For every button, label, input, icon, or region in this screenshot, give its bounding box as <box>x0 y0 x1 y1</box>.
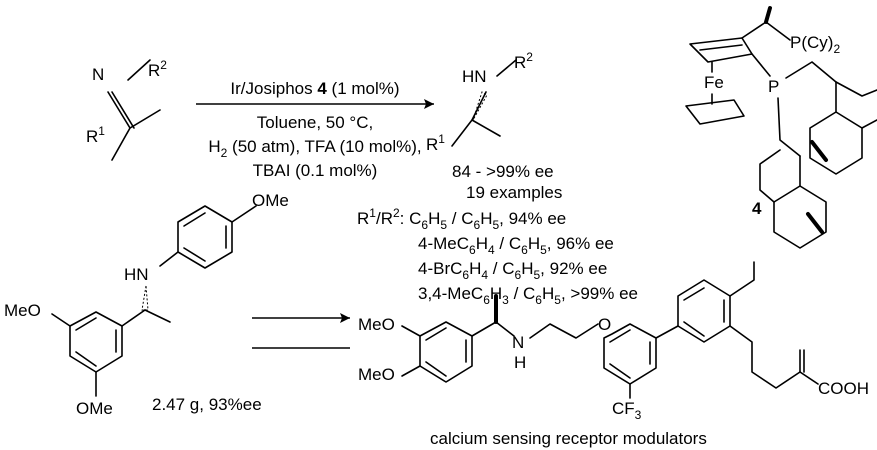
drug-cooh-label: COOH <box>818 379 869 398</box>
example-row-3: 4-BrC6H4 / C6H5, 92% ee <box>418 259 607 282</box>
examples-list: R1/R2: C6H5 / C6H5, 94% ee 4-MeC6H4 / C6… <box>357 206 638 307</box>
drug-h-label: H <box>514 353 526 372</box>
reaction-conditions: Ir/Josiphos 4 (1 mol%) Toluene, 50 °C, H… <box>208 79 421 180</box>
pcy2-label: P(Cy)2 <box>790 33 840 56</box>
drug-caption: calcium sensing receptor modulators <box>430 429 707 448</box>
amine-ome-top: OMe <box>252 191 289 210</box>
conditions-catalyst: Ir/Josiphos 4 (1 mol%) <box>230 79 399 98</box>
drug-meo-2: MeO <box>358 365 395 384</box>
conditions-solvent: Toluene, 50 °C, <box>257 113 373 132</box>
calcium-receptor-modulator: MeO MeO N H O CF3 COOH <box>358 261 869 422</box>
imine-substrate: N R2 R1 <box>86 58 167 161</box>
imine-r2-label: R2 <box>148 58 167 80</box>
imine-r1-label: R1 <box>86 124 105 146</box>
conditions-hydrogen: H2 (50 atm), TFA (10 mol%), <box>208 137 421 160</box>
product-hn-label: HN <box>462 67 487 86</box>
product-r1-label: R1 <box>426 132 445 154</box>
application-amine: OMe HN MeO OMe <box>4 191 289 418</box>
josiphos-ligand: P(Cy)2 Fe P 4 <box>685 6 877 249</box>
example-row-2: 4-MeC6H4 / C6H5, 96% ee <box>418 234 614 257</box>
fe-label: Fe <box>704 73 724 92</box>
example-count: 19 examples <box>466 183 562 202</box>
product-r2-label: R2 <box>514 50 533 72</box>
drug-n-label: N <box>512 333 524 352</box>
multi-step-arrow <box>252 313 350 349</box>
conditions-additive: TBAI (0.1 mol%) <box>253 161 378 180</box>
drug-meo-1: MeO <box>358 315 395 334</box>
imine-n-label: N <box>92 65 104 84</box>
phosphorus-label: P <box>768 77 779 96</box>
example-row-4: 3,4-MeC6H3 / C6H5, >99% ee <box>418 284 638 307</box>
scale-yield: 2.47 g, 93%ee <box>152 395 262 414</box>
reaction-arrow <box>196 99 434 109</box>
amine-meo-label: MeO <box>4 301 41 320</box>
ligand-number: 4 <box>752 199 762 218</box>
drug-o-label: O <box>598 315 611 334</box>
amine-ome-bottom: OMe <box>76 399 113 418</box>
ee-range: 84 - >99% ee <box>452 162 554 181</box>
reaction-summary: 84 - >99% ee 19 examples <box>452 162 562 202</box>
amine-hn-label: HN <box>124 265 149 284</box>
example-row-1: R1/R2: C6H5 / C6H5, 94% ee <box>357 206 566 232</box>
amine-product: HN R2 R1 <box>426 50 533 154</box>
drug-cf3-label: CF3 <box>612 399 642 422</box>
